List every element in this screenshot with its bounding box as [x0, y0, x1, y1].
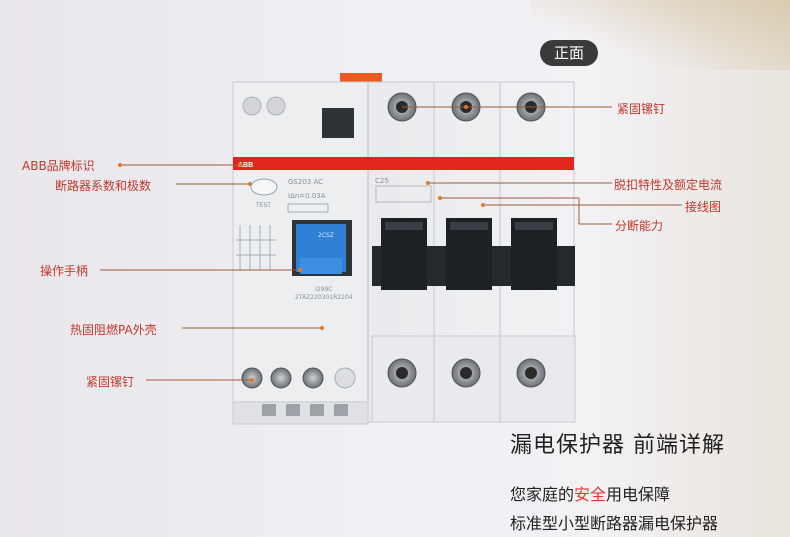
front-view-badge: 正面 [540, 40, 598, 66]
type-code: I299C [315, 286, 332, 293]
rating-label: C25 [375, 177, 389, 185]
handle-code: 2CSZ [318, 232, 334, 239]
indicator-window [322, 108, 354, 138]
top-hole-1 [242, 96, 262, 116]
test-label: TEST [255, 202, 271, 209]
subtitle-prefix: 您家庭的 [510, 485, 575, 504]
bottom-screws-left [241, 367, 356, 389]
rating-panel [375, 185, 432, 203]
model-line: GS203 AC [288, 178, 323, 186]
top-hole-2 [266, 96, 286, 116]
bottom-screws-right [387, 358, 546, 388]
callout-lines [100, 106, 682, 381]
abb-logo-text: ABB [238, 162, 253, 169]
rating-box [287, 203, 329, 213]
callout-dots [118, 105, 485, 382]
operating-handle: 2CSZ [292, 220, 352, 276]
breaker-levers [372, 218, 575, 290]
callout-series-poles: 断路器系数和极数 [55, 179, 152, 193]
subtitle-highlight: 安全 [574, 485, 607, 504]
callout-trip-rating: 脱扣特性及额定电流 [614, 178, 723, 192]
abb-band [233, 157, 574, 170]
left-wiring-diagram [236, 225, 276, 270]
callout-abb-logo: ABB品牌标识 [22, 159, 95, 173]
test-button [250, 178, 278, 196]
callout-breaking: 分断能力 [615, 219, 664, 233]
top-screws [387, 92, 546, 122]
subtitle-suffix: 用电保障 [606, 485, 671, 504]
callout-screw-left: 紧固镙钉 [86, 375, 135, 389]
serial-number: 2TAZ220301R2204 [295, 294, 353, 301]
callout-handle: 操作手柄 [40, 264, 89, 278]
callout-housing: 热固阻燃PA外壳 [70, 323, 157, 337]
callout-screw-right: 紧固镙钉 [617, 102, 666, 116]
subtitle-line-1: 您家庭的安全用电保障 [510, 481, 670, 505]
page-title: 漏电保护器 前端详解 [510, 433, 725, 458]
subtitle-line-2: 标准型小型断路器漏电保护器 [510, 514, 719, 533]
callout-wiring: 接线图 [685, 200, 722, 214]
residual-label: IΔn=0.03A [288, 192, 326, 200]
